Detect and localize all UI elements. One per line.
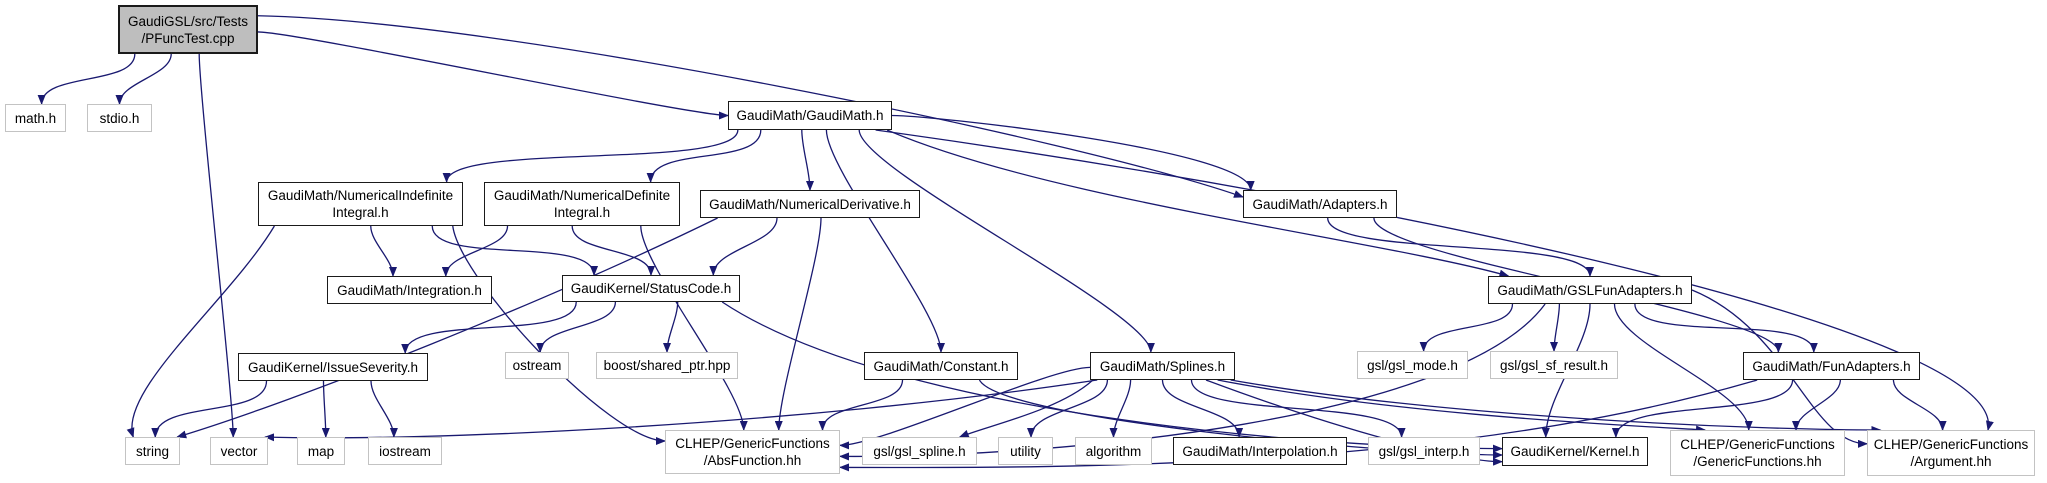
node-gsl-spline-h: gsl/gsl_spline.h (862, 437, 977, 465)
include-edge-splines-to-algorithm (1109, 379, 1132, 438)
include-edge-gslfunadapters-to-gsl_mode (1419, 303, 1514, 352)
include-edge-gslfunadapters-to-absfunction (839, 303, 1546, 461)
include-edge-num_deriv-to-string (176, 217, 718, 439)
node-algorithm: algorithm (1075, 437, 1152, 465)
include-edge-funadapters-to-genericfunctions (1792, 379, 1841, 431)
include-edge-gaudimath_h-to-num_indef (442, 129, 739, 183)
node-gslfunadapters-h[interactable]: GaudiMath/GSLFunAdapters.h (1488, 276, 1692, 304)
node-numerical-definite-integral-h[interactable]: GaudiMath/NumericalDefinite Integral.h (484, 182, 680, 226)
node-issueseverity-h[interactable]: GaudiKernel/IssueSeverity.h (238, 353, 428, 381)
include-edge-gslfunadapters-to-gsl_sf_result (1550, 303, 1561, 352)
node-boost-shared-ptr-hpp: boost/shared_ptr.hpp (596, 352, 738, 379)
include-edge-num_def-to-statuscode (571, 225, 655, 276)
include-edge-pfunctest-to-gaudimath_h (257, 31, 729, 120)
include-edge-pfunctest-to-vector (198, 53, 238, 438)
include-edge-gaudimath_h-to-adapters (891, 114, 1255, 191)
include-edge-gslfunadapters-to-genericfunctions (1613, 303, 1753, 431)
include-edge-gaudimath_h-to-constant (825, 129, 945, 353)
include-edge-gslfunadapters-to-funadapters (1634, 303, 1818, 353)
include-edge-constant-to-absfunction (818, 379, 904, 431)
node-funadapters-h[interactable]: GaudiMath/FunAdapters.h (1743, 352, 1920, 380)
node-argument-hh: CLHEP/GenericFunctions /Argument.hh (1867, 430, 2035, 476)
include-edge-statuscode-to-issueseverity (401, 301, 577, 354)
node-pfunctest-cpp: GaudiGSL/src/Tests /PFuncTest.cpp (118, 5, 258, 54)
node-gsl-sf-result-h: gsl/gsl_sf_result.h (1490, 351, 1618, 379)
include-edge-num_def-to-integration (441, 225, 509, 277)
node-splines-h[interactable]: GaudiMath/Splines.h (1090, 352, 1235, 380)
node-gaudimath-h[interactable]: GaudiMath/GaudiMath.h (728, 101, 892, 130)
node-vector: vector (210, 437, 268, 465)
include-edge-issueseverity-to-iostream (370, 380, 398, 438)
node-absfunction-hh: CLHEP/GenericFunctions /AbsFunction.hh (665, 430, 840, 474)
include-edge-gaudimath_h-to-splines (858, 129, 1155, 353)
include-edge-statuscode-to-ostream (536, 301, 617, 353)
node-constant-h[interactable]: GaudiMath/Constant.h (864, 352, 1018, 380)
include-edge-splines-to-interpolation (1161, 379, 1244, 438)
include-edge-gaudimath_h-to-num_deriv (801, 129, 814, 191)
include-edge-funadapters-to-argument (1892, 379, 1947, 431)
include-edge-gaudimath_h-to-argument (875, 129, 1994, 431)
node-string: string (125, 437, 180, 465)
include-edge-funadapters-to-kernel (1611, 379, 1794, 438)
node-gsl-mode-h: gsl/gsl_mode.h (1357, 351, 1468, 379)
include-edge-statuscode-to-boost_shared (663, 301, 679, 353)
include-edge-num_indef-to-absfunction (452, 225, 666, 445)
include-edge-pfunctest-to-stdio_h (115, 53, 172, 105)
include-edge-num_deriv-to-statuscode (709, 217, 778, 276)
node-numerical-indefinite-integral-h[interactable]: GaudiMath/NumericalIndefinite Integral.h (258, 182, 463, 226)
include-edge-splines-to-genericfunctions (1217, 379, 1706, 434)
node-interpolation-h[interactable]: GaudiMath/Interpolation.h (1173, 437, 1347, 465)
include-edge-pfunctest-to-math_h (37, 53, 136, 105)
include-edge-num_indef-to-integration (370, 225, 397, 277)
include-edge-gaudimath_h-to-gslfunadapters (886, 129, 1510, 278)
include-edge-splines-to-utility (1027, 379, 1109, 438)
node-integration-h[interactable]: GaudiMath/Integration.h (327, 276, 492, 304)
include-edge-num_indef-to-statuscode (431, 225, 599, 276)
include-edge-gaudimath_h-to-num_def (646, 129, 762, 183)
node-genericfunctions-hh: CLHEP/GenericFunctions /GenericFunctions… (1670, 430, 1845, 476)
node-map: map (297, 437, 345, 465)
node-utility: utility (998, 437, 1053, 465)
node-stdio-h: stdio.h (87, 104, 152, 132)
node-math-h: math.h (5, 104, 66, 132)
node-ostream: ostream (505, 352, 569, 379)
include-edge-issueseverity-to-string (151, 380, 268, 438)
node-gsl-interp-h: gsl/gsl_interp.h (1368, 437, 1480, 465)
node-kernel-h[interactable]: GaudiKernel/Kernel.h (1502, 437, 1648, 466)
node-iostream: iostream (368, 437, 442, 465)
include-edge-splines-to-gsl_interp (1190, 379, 1406, 438)
include-edge-num_indef-to-string (126, 225, 275, 438)
include-edge-num_def-to-absfunction (640, 225, 748, 431)
include-edge-splines-to-gsl_spline (958, 379, 1094, 438)
node-statuscode-h[interactable]: GaudiKernel/StatusCode.h (562, 275, 740, 302)
include-edge-num_deriv-to-absfunction (774, 217, 822, 431)
node-numerical-derivative-h[interactable]: GaudiMath/NumericalDerivative.h (700, 190, 920, 218)
include-edge-splines-to-argument (1230, 379, 1882, 434)
node-adapters-h[interactable]: GaudiMath/Adapters.h (1243, 190, 1397, 218)
include-edge-adapters-to-gslfunadapters (1327, 217, 1594, 277)
include-edge-issueseverity-to-map (321, 380, 330, 438)
